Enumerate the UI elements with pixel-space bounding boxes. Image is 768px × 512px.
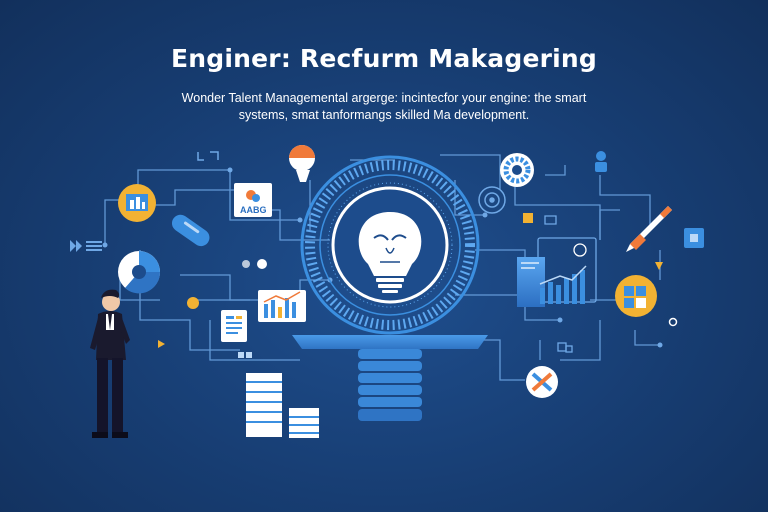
lamp-icon bbox=[289, 145, 315, 182]
tiny-nodes-icon bbox=[557, 342, 573, 353]
bar-chart-icon bbox=[258, 290, 306, 322]
pen-icon bbox=[626, 206, 672, 252]
pie-chart-icon bbox=[118, 251, 161, 294]
card-label: AABG bbox=[240, 205, 267, 215]
bracket-icon bbox=[197, 151, 219, 161]
presentation-icon bbox=[118, 184, 156, 222]
lightbulb-head-icon bbox=[358, 212, 422, 293]
circuit-lines bbox=[104, 154, 661, 381]
flag-icon bbox=[158, 340, 165, 348]
page-title: Enginer: Recfurm Makagering bbox=[171, 44, 597, 73]
pedestal bbox=[292, 335, 488, 421]
user-icon bbox=[595, 151, 607, 172]
shield-icon bbox=[684, 228, 704, 248]
pill-icon bbox=[171, 214, 210, 247]
warning-triangle-icon bbox=[655, 262, 663, 270]
person-figure bbox=[90, 289, 130, 438]
node-dots bbox=[102, 167, 678, 348]
tools-badge-icon bbox=[526, 366, 558, 398]
modules-icon bbox=[615, 275, 657, 317]
small-squares-icon bbox=[523, 213, 557, 225]
target-icon bbox=[478, 186, 506, 214]
document-icon bbox=[221, 310, 247, 342]
page-subtitle: Wonder Talent Managemental argerge: inci… bbox=[181, 91, 587, 122]
server-stack-icon bbox=[246, 373, 319, 438]
settings-badge-icon bbox=[500, 153, 534, 187]
label-card: AABG bbox=[234, 183, 272, 217]
fast-forward-icon bbox=[70, 240, 102, 252]
small-grid-icon bbox=[238, 352, 252, 358]
dashboard-screen-icon bbox=[517, 237, 597, 307]
